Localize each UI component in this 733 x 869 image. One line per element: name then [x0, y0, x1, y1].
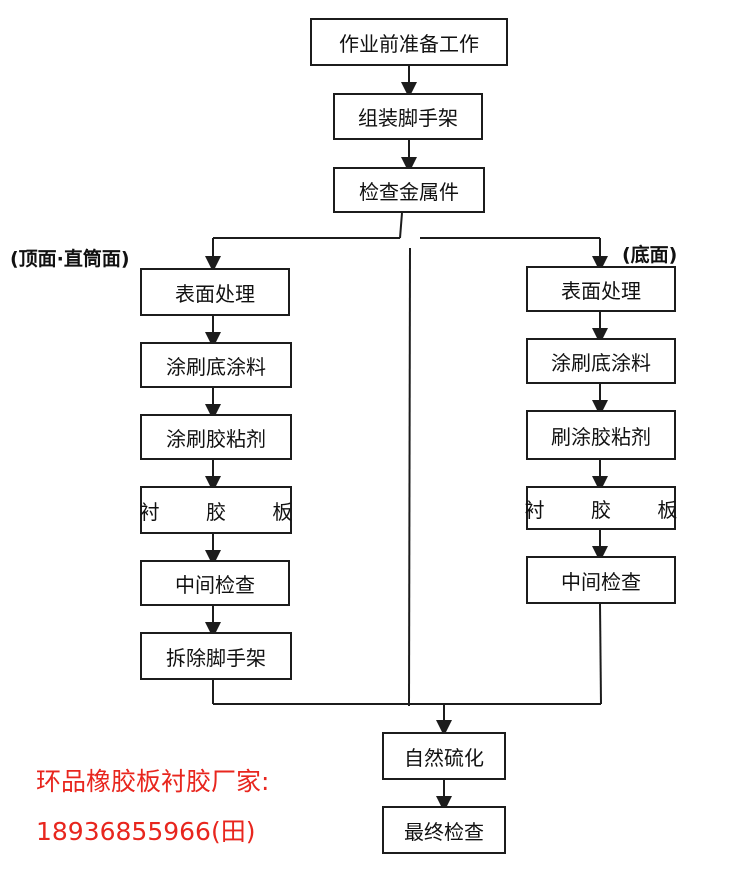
right-step-intermediate-inspection: 中间检查 — [526, 556, 676, 604]
ad-line-phone: 18936855966(田) — [36, 817, 256, 846]
right-step-primer: 涂刷底涂料 — [526, 338, 676, 384]
right-step-rubber-lining: 衬 胶 板 — [525, 486, 677, 530]
right-branch-label: (底面) — [622, 244, 678, 266]
left-step-surface-treatment: 表面处理 — [140, 268, 290, 316]
step-prep: 作业前准备工作 — [310, 18, 508, 66]
left-step-adhesive: 涂刷胶粘剂 — [140, 414, 292, 460]
left-step-remove-scaffold: 拆除脚手架 — [140, 632, 292, 680]
left-step-primer: 涂刷底涂料 — [140, 342, 292, 388]
center-divider — [408, 247, 411, 707]
right-step-adhesive: 刷涂胶粘剂 — [526, 410, 676, 460]
left-step-rubber-lining: 衬 胶 板 — [140, 486, 292, 534]
step-natural-vulcanization: 自然硫化 — [382, 732, 506, 780]
step-final-inspection: 最终检查 — [382, 806, 506, 854]
right-step-surface-treatment: 表面处理 — [526, 266, 676, 312]
left-branch-label: (顶面·直筒面) — [10, 248, 130, 270]
merge-right-down — [599, 603, 602, 705]
step-inspect-metal: 检查金属件 — [333, 167, 485, 213]
ad-line-manufacturer: 环品橡胶板衬胶厂家: — [36, 767, 270, 796]
left-step-intermediate-inspection: 中间检查 — [140, 560, 290, 606]
connector-split-down — [399, 212, 403, 239]
step-assemble-scaffold: 组装脚手架 — [333, 93, 483, 140]
